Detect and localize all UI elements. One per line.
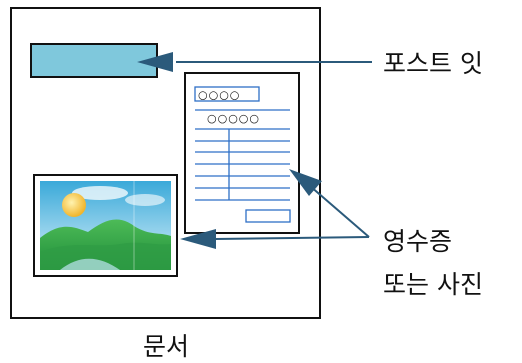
photo: [33, 174, 178, 277]
sun-icon: [62, 193, 86, 217]
arrows: [137, 52, 372, 249]
receipt-field-2: ○○○○○: [207, 112, 260, 125]
receipt-table: [195, 128, 290, 201]
receipt-field-box: [194, 86, 260, 102]
receipt-total-box: [245, 209, 291, 223]
post-it-note: [30, 43, 158, 78]
receipt-label-line-2: 또는 사진: [383, 270, 483, 299]
receipt: ○○○○ ○○○○○: [184, 72, 300, 234]
receipt-leader-line: [309, 185, 370, 238]
receipt-arrowhead: [289, 169, 322, 196]
photo-arrowhead: [180, 229, 216, 249]
receipt-label-line-1: 영수증: [383, 227, 452, 256]
post-it-arrowhead: [137, 52, 173, 72]
receipt-field-1: ○○○○: [198, 89, 240, 102]
photo-leader-line-a: [214, 236, 370, 240]
document-label: 문서: [143, 332, 189, 361]
post-it-label: 포스트 잇: [383, 49, 483, 78]
